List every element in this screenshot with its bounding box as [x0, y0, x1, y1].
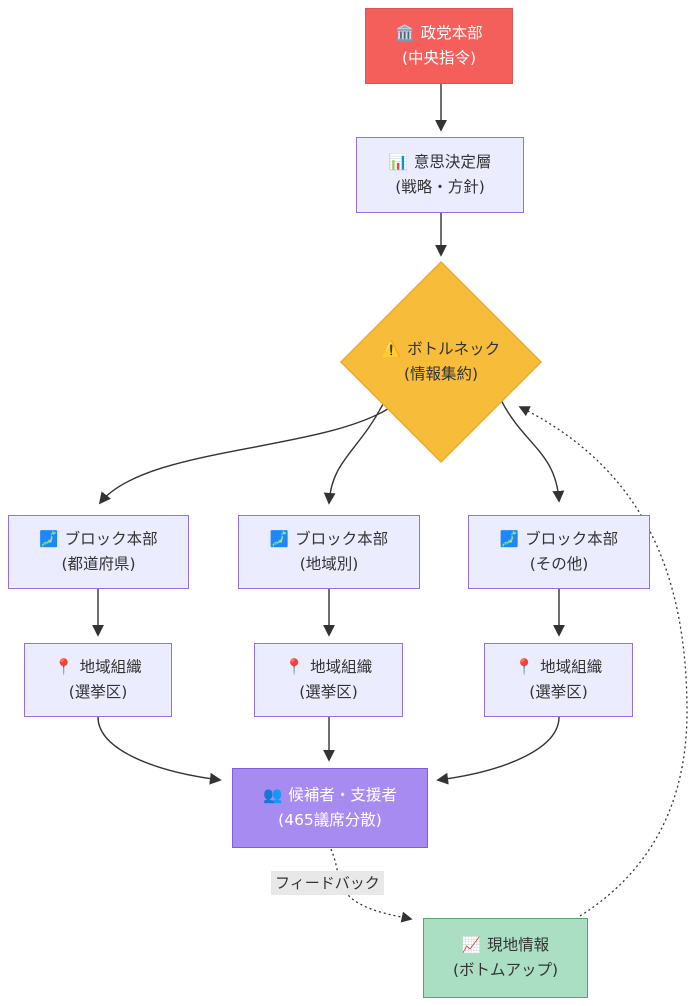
node-field-info-subtitle: (ボトムアップ)	[452, 961, 559, 979]
node-party-hq-title: 🏛️政党本部	[395, 24, 483, 42]
node-region-org-1-subtitle: (選挙区)	[68, 683, 128, 701]
node-bottleneck-shape	[339, 260, 543, 464]
node-bottleneck-title: ⚠️ボトルネック	[381, 340, 501, 358]
edge-bottleneck-to-block3	[500, 399, 565, 503]
node-block-hq-1: 🗾ブロック本部 (都道府県)	[8, 515, 189, 589]
node-block-hq-2: 🗾ブロック本部 (地域別)	[238, 515, 420, 589]
node-region-org-3-title: 📍地域組織	[514, 658, 603, 676]
bar-chart-icon: 📊	[388, 153, 408, 171]
round-pushpin-icon: 📍	[284, 658, 305, 676]
node-decision-subtitle: (戦略・方針)	[395, 178, 485, 196]
node-region-org-2: 📍地域組織 (選挙区)	[254, 643, 403, 717]
round-pushpin-icon: 📍	[54, 658, 74, 676]
classical-building-icon: 🏛️	[395, 24, 415, 42]
node-field-info: 📈現地情報 (ボトムアップ)	[423, 918, 588, 998]
node-decision-title: 📊意思決定層	[388, 153, 492, 171]
japan-map-icon: 🗾	[269, 530, 290, 548]
node-candidates: 👥候補者・支援者 (465議席分散)	[232, 768, 428, 848]
node-party-hq-subtitle: (中央指令)	[401, 49, 477, 67]
node-region-org-3-subtitle: (選挙区)	[529, 683, 588, 701]
edge-bottleneck-to-block2	[323, 403, 384, 505]
node-block-hq-1-title: 🗾ブロック本部	[39, 530, 158, 548]
node-party-hq: 🏛️政党本部 (中央指令)	[365, 8, 513, 84]
node-block-hq-3: 🗾ブロック本部 (その他)	[468, 515, 650, 589]
japan-map-icon: 🗾	[499, 530, 520, 548]
node-region-org-1: 📍地域組織 (選挙区)	[24, 643, 172, 717]
node-region-org-1-title: 📍地域組織	[54, 658, 142, 676]
edge-bottleneck-to-block1	[98, 406, 392, 505]
node-block-hq-3-subtitle: (その他)	[529, 555, 589, 573]
warning-icon: ⚠️	[381, 340, 402, 358]
node-block-hq-1-subtitle: (都道府県)	[61, 555, 136, 573]
node-candidates-subtitle: (465議席分散)	[278, 811, 382, 829]
chart-increasing-icon: 📈	[461, 936, 482, 954]
node-candidates-title: 👥候補者・支援者	[263, 786, 397, 804]
node-block-hq-2-subtitle: (地域別)	[299, 555, 359, 573]
node-bottleneck-subtitle: (情報集約)	[403, 365, 479, 383]
node-region-org-2-subtitle: (選挙区)	[299, 683, 358, 701]
node-field-info-title: 📈現地情報	[461, 936, 550, 954]
node-region-org-3: 📍地域組織 (選挙区)	[484, 643, 633, 717]
round-pushpin-icon: 📍	[514, 658, 535, 676]
node-block-hq-2-title: 🗾ブロック本部	[269, 530, 389, 548]
edge-label-feedback: フィードバック	[271, 871, 384, 895]
node-decision: 📊意思決定層 (戦略・方針)	[356, 137, 524, 213]
edge-region1-to-candidates	[97, 716, 222, 785]
node-block-hq-3-title: 🗾ブロック本部	[499, 530, 619, 548]
japan-map-icon: 🗾	[39, 530, 59, 548]
busts-silhouette-icon: 👥	[263, 786, 283, 804]
node-region-org-2-title: 📍地域組織	[284, 658, 373, 676]
edge-region3-to-candidates	[436, 716, 560, 785]
edge-fieldinfo-to-bottleneck	[518, 406, 688, 917]
node-bottleneck: ⚠️ボトルネック (情報集約)	[341, 325, 541, 399]
